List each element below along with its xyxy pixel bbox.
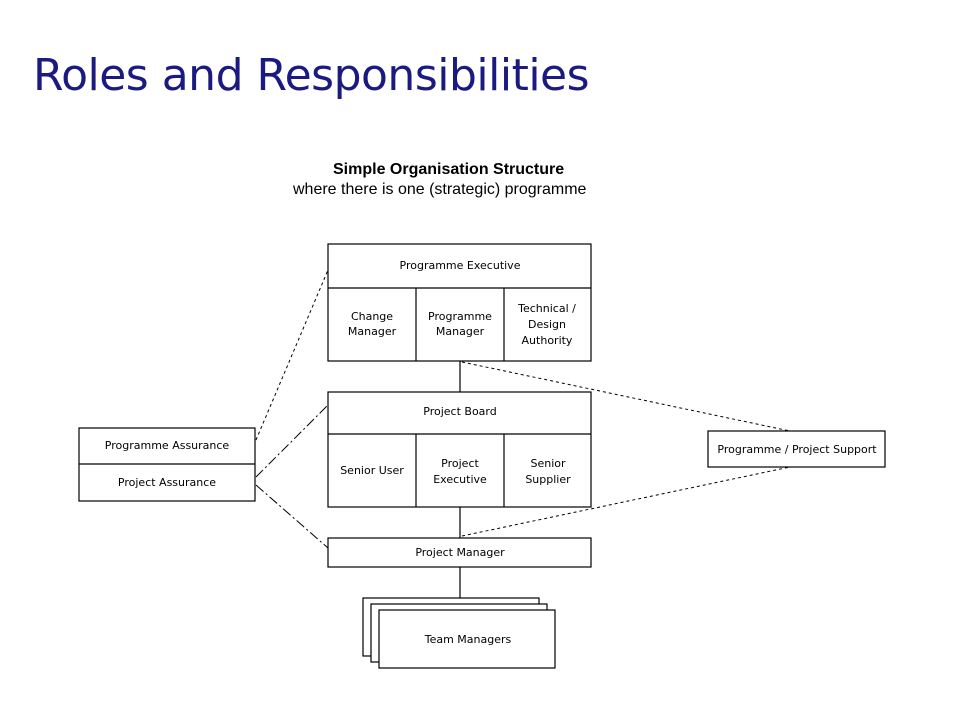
connector-assurance-to-board (255, 404, 329, 478)
team-managers-label: Team Managers (424, 633, 512, 646)
change-manager-label-1: Change (351, 310, 393, 323)
programme-project-support-label: Programme / Project Support (717, 443, 877, 456)
project-manager-label: Project Manager (415, 546, 505, 559)
support-connectors (461, 361, 791, 537)
assurance-block: Programme Assurance Project Assurance (78, 427, 256, 502)
senior-user-label: Senior User (340, 464, 404, 477)
senior-supplier-label-2: Supplier (525, 473, 571, 486)
team-managers-stack: Team Managers (362, 597, 556, 669)
project-assurance-label: Project Assurance (118, 476, 216, 489)
technical-authority-label-3: Authority (522, 334, 573, 347)
technical-authority-label-2: Design (528, 318, 566, 331)
assurance-connectors (255, 269, 329, 549)
senior-supplier-label-1: Senior (530, 457, 566, 470)
programme-executive-block: Programme Executive Change Manager Progr… (327, 243, 592, 362)
diagram-subtitle: where there is one (strategic) programme (293, 181, 587, 198)
programme-assurance-label: Programme Assurance (105, 439, 230, 452)
project-board-block: Project Board Senior User Project Execut… (327, 391, 592, 508)
project-executive-label-1: Project (441, 457, 479, 470)
programme-executive-label: Programme Executive (400, 259, 521, 272)
slide-title: Roles and Responsibilities (33, 50, 590, 101)
project-board-label: Project Board (423, 405, 496, 418)
connector-support-bottom (461, 466, 791, 537)
technical-authority-label-1: Technical / (517, 302, 576, 315)
programme-manager-label-1: Programme (428, 310, 492, 323)
project-manager-box: Project Manager (327, 537, 592, 568)
diagram-heading: Simple Organisation Structure where ther… (293, 160, 653, 200)
connector-assurance-to-programme (255, 269, 329, 441)
programme-project-support-box: Programme / Project Support (707, 430, 886, 468)
change-manager-label-2: Manager (348, 325, 397, 338)
diagram-title: Simple Organisation Structure (333, 161, 565, 178)
project-executive-label-2: Executive (433, 473, 487, 486)
programme-manager-label-2: Manager (436, 325, 485, 338)
connector-support-top (461, 361, 791, 432)
connector-assurance-to-pm (255, 484, 329, 549)
